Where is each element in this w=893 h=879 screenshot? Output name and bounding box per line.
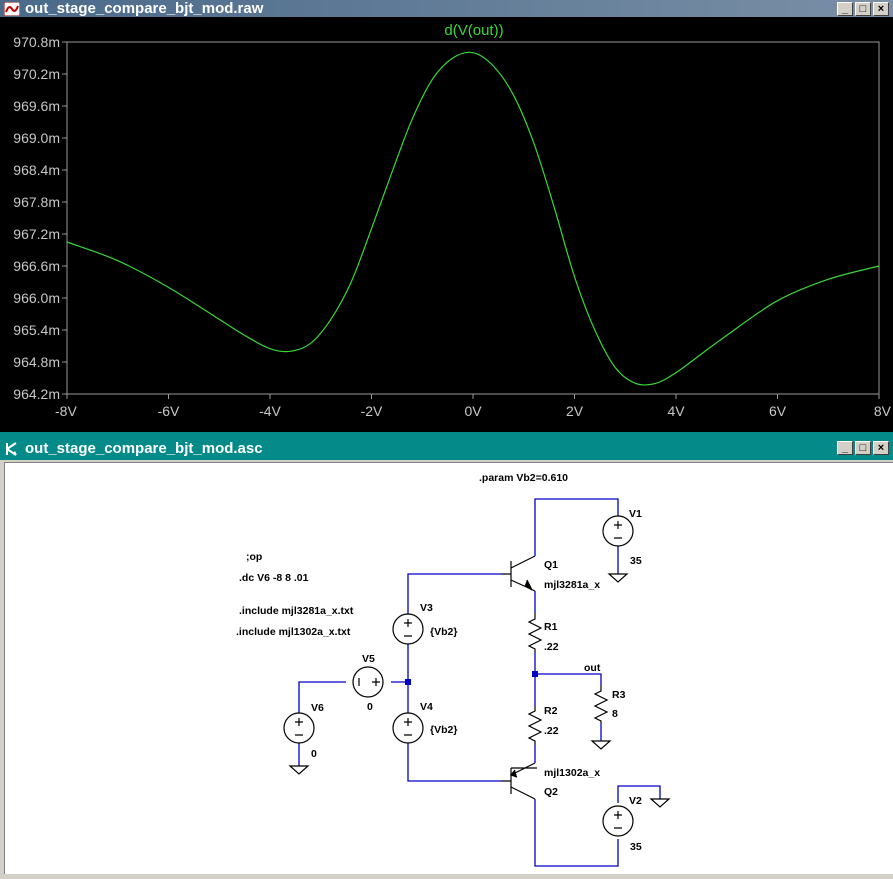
v3-symbol[interactable] (392, 613, 424, 645)
y-tick-label: 969.6m (13, 98, 60, 114)
v6-label: V6 (311, 702, 324, 714)
window-border (0, 432, 893, 437)
dc-directive[interactable]: .dc V6 -8 8 .01 (239, 572, 309, 584)
include-directive-1[interactable]: .include mjl3281a_x.txt (239, 605, 354, 617)
x-tick-label: -4V (259, 403, 281, 419)
op-directive[interactable]: ;op (246, 551, 262, 563)
v1-symbol[interactable] (602, 515, 634, 547)
minimize-button[interactable]: _ (837, 441, 853, 455)
y-tick-label: 966.6m (13, 258, 60, 274)
close-button[interactable]: × (873, 2, 889, 16)
plot-window[interactable]: out_stage_compare_bjt_mod.raw _ □ × d(V(… (0, 0, 893, 432)
v2-label: V2 (629, 795, 642, 807)
x-tick-label: -2V (361, 403, 383, 419)
v6-symbol[interactable] (283, 712, 315, 744)
q1-model: mjl3281a_x (544, 579, 600, 591)
v3-value: {Vb2} (430, 626, 457, 638)
labels: .param Vb2=0.610 ;op .dc V6 -8 8 .01 .in… (236, 472, 642, 853)
plot-frame (66, 41, 880, 395)
r3-value: 8 (612, 708, 618, 720)
ground-v2-icon (649, 798, 671, 808)
schematic-window-titlebar[interactable]: out_stage_compare_bjt_mod.asc _ □ × (0, 437, 893, 460)
param-directive[interactable]: .param Vb2=0.610 (479, 472, 568, 484)
r1-label: R1 (544, 621, 558, 633)
v4-value: {Vb2} (430, 724, 457, 736)
ground-v1-icon (607, 573, 629, 583)
v4-symbol[interactable] (392, 712, 424, 744)
v1-value: 35 (630, 555, 642, 567)
schematic-canvas[interactable]: .param Vb2=0.610 ;op .dc V6 -8 8 .01 .in… (4, 462, 893, 874)
plot-trace-title[interactable]: d(V(out)) (444, 22, 503, 39)
y-tick-label: 967.2m (13, 226, 60, 242)
maximize-icon: □ (859, 441, 867, 454)
x-tick-label: 8V (874, 403, 892, 419)
series-line (66, 51, 880, 386)
y-tick-label: 970.8m (13, 34, 60, 50)
y-tick-label: 965.4m (13, 322, 60, 338)
v5-symbol[interactable] (352, 666, 384, 698)
close-button[interactable]: × (873, 441, 889, 455)
waveform-icon (3, 1, 21, 17)
y-tick-label: 967.8m (13, 194, 60, 210)
q2-symbol[interactable] (501, 762, 537, 800)
r2-symbol[interactable] (527, 706, 543, 745)
trace-group (66, 51, 880, 386)
close-icon: × (877, 2, 885, 15)
v6-value: 0 (311, 748, 317, 760)
y-tick-label: 970.2m (13, 66, 60, 82)
schematic-window-title: out_stage_compare_bjt_mod.asc (25, 440, 263, 457)
r2-value: .22 (544, 725, 559, 737)
maximize-button[interactable]: □ (855, 2, 871, 16)
v3-label: V3 (420, 602, 433, 614)
x-tick-label: 4V (667, 403, 685, 419)
wires (298, 498, 661, 867)
x-tick-label: 0V (464, 403, 482, 419)
r3-label: R3 (612, 689, 626, 701)
q2-label: Q2 (544, 786, 558, 798)
v2-symbol[interactable] (602, 805, 634, 837)
symbols (283, 515, 671, 837)
plot-window-title: out_stage_compare_bjt_mod.raw (25, 0, 264, 17)
r3-symbol[interactable] (593, 686, 609, 723)
q1-label: Q1 (544, 559, 558, 571)
plot-window-titlebar[interactable]: out_stage_compare_bjt_mod.raw _ □ × (0, 0, 893, 17)
r2-label: R2 (544, 705, 558, 717)
schematic-drawing[interactable]: .param Vb2=0.610 ;op .dc V6 -8 8 .01 .in… (5, 463, 893, 874)
minimize-icon: _ (841, 441, 849, 454)
q2-model: mjl1302a_x (544, 767, 600, 779)
x-tick-label: 6V (769, 403, 787, 419)
v5-label: V5 (362, 653, 375, 665)
maximize-icon: □ (859, 2, 867, 15)
waveform-plot[interactable]: d(V(out)) 970.8m 970.2m 969.6m 969.0m 968.4m… (0, 17, 893, 432)
x-tick-label: -8V (55, 403, 77, 419)
net-label-out[interactable]: out (584, 662, 601, 674)
r1-symbol[interactable] (527, 613, 543, 653)
v5-value: 0 (367, 701, 373, 713)
y-tick-label: 964.2m (13, 386, 60, 402)
v1-label: V1 (629, 508, 642, 520)
include-directive-2[interactable]: .include mjl1302a_x.txt (236, 626, 351, 638)
schematic-icon (3, 441, 21, 457)
schematic-window[interactable]: out_stage_compare_bjt_mod.asc _ □ × (0, 432, 893, 874)
y-tick-label: 969.0m (13, 130, 60, 146)
y-tick-label: 964.8m (13, 354, 60, 370)
v4-label: V4 (420, 701, 433, 713)
close-icon: × (877, 441, 885, 454)
x-tick-label: 2V (566, 403, 584, 419)
q1-symbol[interactable] (501, 555, 536, 592)
junctions (405, 671, 538, 685)
r1-value: .22 (544, 641, 559, 653)
minimize-button[interactable]: _ (837, 2, 853, 16)
minimize-icon: _ (841, 2, 849, 15)
y-tick-label: 968.4m (13, 162, 60, 178)
ground-v6-icon (288, 765, 310, 775)
maximize-button[interactable]: □ (855, 441, 871, 455)
x-tick-label: -6V (158, 403, 180, 419)
y-tick-label: 966.0m (13, 290, 60, 306)
ground-r3-icon (590, 740, 612, 750)
v2-value: 35 (630, 841, 642, 853)
plot-axes: 970.8m 970.2m 969.6m 969.0m 968.4m 967.8m 967.… (13, 34, 891, 419)
